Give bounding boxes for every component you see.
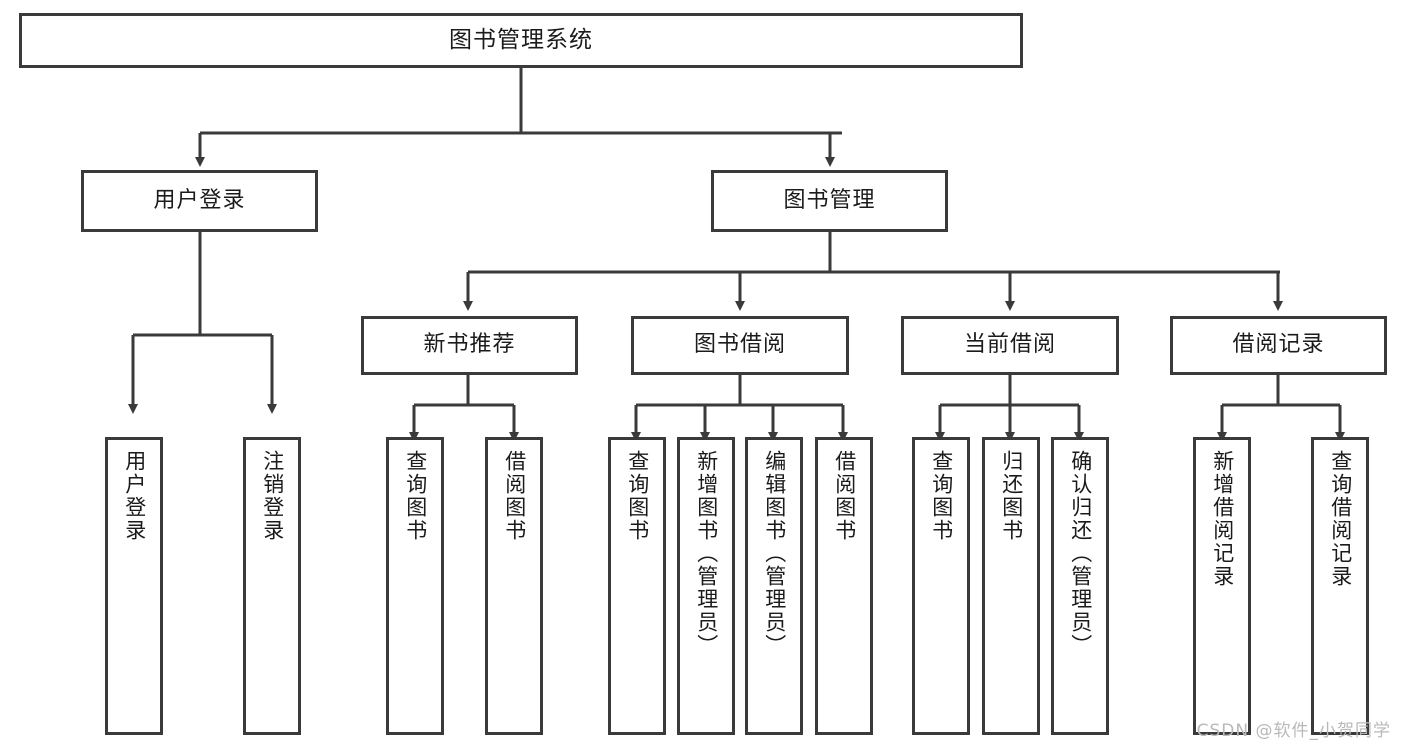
- node-label: 查询借阅记录: [1328, 450, 1353, 588]
- node-label: 新增图书（管理员）: [694, 450, 719, 657]
- leaf-user-login-logout[interactable]: 注销登录: [243, 437, 301, 735]
- node-label: 查询图书: [625, 450, 650, 542]
- leaf-new-book-query[interactable]: 查询图书: [386, 437, 444, 735]
- leaf-user-login-login[interactable]: 用户登录: [105, 437, 163, 735]
- node-label: 用户登录: [122, 450, 147, 542]
- node-label: 借阅图书: [832, 450, 857, 542]
- node-label: 编辑图书（管理员）: [762, 450, 787, 657]
- leaf-book-borrow-query[interactable]: 查询图书: [608, 437, 666, 735]
- node-book-borrow[interactable]: 图书借阅: [631, 316, 849, 375]
- node-label: 归还图书: [999, 450, 1024, 542]
- node-new-book-recommend[interactable]: 新书推荐: [361, 316, 578, 375]
- node-current-borrow[interactable]: 当前借阅: [901, 316, 1119, 375]
- leaf-book-borrow-borrow[interactable]: 借阅图书: [815, 437, 873, 735]
- leaf-new-book-borrow[interactable]: 借阅图书: [485, 437, 543, 735]
- node-label: 图书管理系统: [449, 26, 593, 53]
- node-label: 借阅图书: [502, 450, 527, 542]
- leaf-book-borrow-add[interactable]: 新增图书（管理员）: [677, 437, 735, 735]
- leaf-current-borrow-return[interactable]: 归还图书: [982, 437, 1040, 735]
- node-label: 用户登录: [153, 187, 246, 213]
- node-label: 注销登录: [260, 450, 285, 542]
- node-label: 查询图书: [403, 450, 428, 542]
- node-label: 借阅记录: [1232, 332, 1325, 358]
- leaf-current-borrow-confirm-return[interactable]: 确认归还（管理员）: [1051, 437, 1109, 735]
- node-label: 当前借阅: [963, 332, 1056, 358]
- node-label: 新书推荐: [423, 332, 516, 358]
- node-label: 确认归还（管理员）: [1068, 450, 1093, 657]
- node-book-management[interactable]: 图书管理: [711, 170, 948, 232]
- leaf-book-borrow-edit[interactable]: 编辑图书（管理员）: [745, 437, 803, 735]
- leaf-borrow-record-query[interactable]: 查询借阅记录: [1311, 437, 1369, 735]
- node-label: 查询图书: [929, 450, 954, 542]
- leaf-current-borrow-query[interactable]: 查询图书: [912, 437, 970, 735]
- node-label: 图书借阅: [693, 332, 786, 358]
- node-label: 图书管理: [783, 187, 876, 213]
- node-label: 新增借阅记录: [1210, 450, 1235, 588]
- node-user-login[interactable]: 用户登录: [81, 170, 318, 232]
- leaf-borrow-record-add[interactable]: 新增借阅记录: [1193, 437, 1251, 735]
- node-root-system[interactable]: 图书管理系统: [19, 13, 1023, 68]
- node-borrow-record[interactable]: 借阅记录: [1170, 316, 1387, 375]
- csdn-watermark: CSDN @软件_小贺同学: [1196, 721, 1391, 741]
